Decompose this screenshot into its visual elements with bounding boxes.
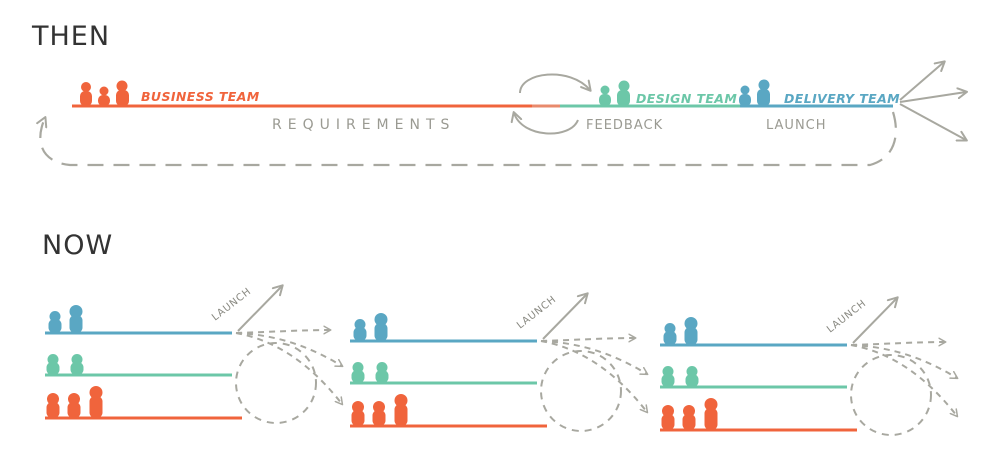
person-icon: [374, 313, 388, 341]
now-section: NOW LAUNCH LAUNCH LAUNCH: [42, 230, 959, 436]
handoff-arrow-3: [540, 340, 649, 414]
person-icon: [663, 323, 677, 345]
handoff-arrow-3: [850, 344, 959, 418]
cycle-arrow-bottom: [510, 111, 579, 135]
person-icon: [375, 362, 389, 383]
launch-arrow: [852, 296, 899, 344]
launch-arrow-up: [899, 60, 946, 101]
feedback-cycle: [540, 350, 622, 432]
person-icon: [394, 394, 408, 426]
iteration-groups: LAUNCH LAUNCH LAUNCH: [45, 284, 959, 436]
now-title: NOW: [42, 230, 113, 261]
cycle-arrow-top: [519, 73, 592, 94]
handoff-arrow-3: [235, 332, 344, 406]
launch-arrow-down: [899, 103, 968, 142]
handoff-arrow-1: [540, 333, 637, 343]
person-icon: [739, 85, 751, 106]
person-icon: [351, 401, 365, 426]
person-icon: [684, 317, 698, 345]
iteration-group-1: LAUNCH: [45, 284, 344, 424]
person-icon: [353, 319, 367, 341]
handoff-arrow-2: [235, 332, 344, 368]
person-icon: [98, 86, 110, 106]
launch-label: LAUNCH: [515, 294, 559, 331]
person-icon: [116, 80, 129, 106]
design-team-label: DESIGN TEAM: [636, 91, 737, 106]
delivery-team-label: DELIVERY TEAM: [784, 91, 900, 106]
person-icon: [48, 311, 62, 333]
handoff-arrow-1: [235, 325, 332, 335]
person-icon: [89, 386, 103, 418]
launch-arrow: [237, 284, 284, 332]
person-icon: [372, 401, 386, 426]
then-title: THEN: [31, 21, 110, 52]
feedback-label: FEEDBACK: [586, 118, 663, 133]
iteration-group-2: LAUNCH: [350, 292, 649, 432]
handoff-arrow-2: [850, 344, 959, 380]
person-icon: [682, 405, 696, 430]
requirements-label: REQUIREMENTS: [272, 117, 455, 133]
person-icon: [351, 362, 365, 383]
launch-label: LAUNCH: [210, 286, 254, 323]
design-team-people: [599, 80, 630, 106]
delivery-team-people: [739, 79, 770, 106]
feedback-cycle: [850, 354, 932, 436]
launch-arrow: [542, 292, 589, 340]
handoff-arrow-1: [850, 337, 947, 347]
business-team-label: BUSINESS TEAM: [141, 89, 260, 104]
person-icon: [46, 393, 60, 418]
person-icon: [70, 354, 84, 375]
launch-arrow-mid: [899, 87, 968, 103]
launch-label: LAUNCH: [766, 118, 827, 133]
person-icon: [69, 305, 83, 333]
person-icon: [757, 79, 770, 106]
person-icon: [67, 393, 81, 418]
business-team-people: [80, 80, 129, 106]
person-icon: [685, 366, 699, 387]
person-icon: [661, 366, 675, 387]
then-section: THEN BUSINESS TEAM REQUIREMENTS: [31, 21, 968, 167]
launch-label: LAUNCH: [825, 298, 869, 335]
feedback-cycle: [235, 342, 317, 424]
person-icon: [704, 398, 718, 430]
person-icon: [599, 85, 611, 106]
person-icon: [46, 354, 60, 375]
person-icon: [617, 80, 630, 106]
person-icon: [661, 405, 675, 430]
handoff-arrow-2: [540, 340, 649, 376]
iteration-group-3: LAUNCH: [660, 296, 959, 436]
person-icon: [80, 82, 92, 106]
